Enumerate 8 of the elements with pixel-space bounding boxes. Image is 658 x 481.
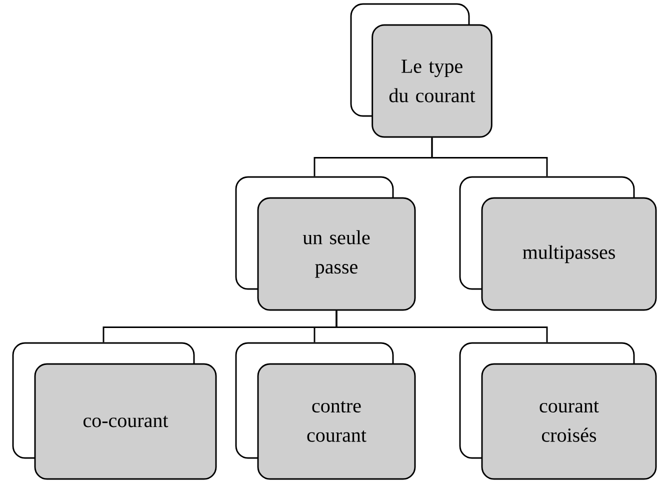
- connector-line: [336, 310, 548, 342]
- process-box: un seule passe: [235, 176, 416, 311]
- process-box: co-courant: [12, 342, 217, 480]
- process-box: multipasses: [459, 176, 657, 311]
- connector-line: [431, 138, 548, 176]
- process-box: contre courant: [235, 342, 416, 480]
- process-box: Le type du courant: [350, 3, 492, 138]
- process-box: courant croisés: [459, 342, 657, 480]
